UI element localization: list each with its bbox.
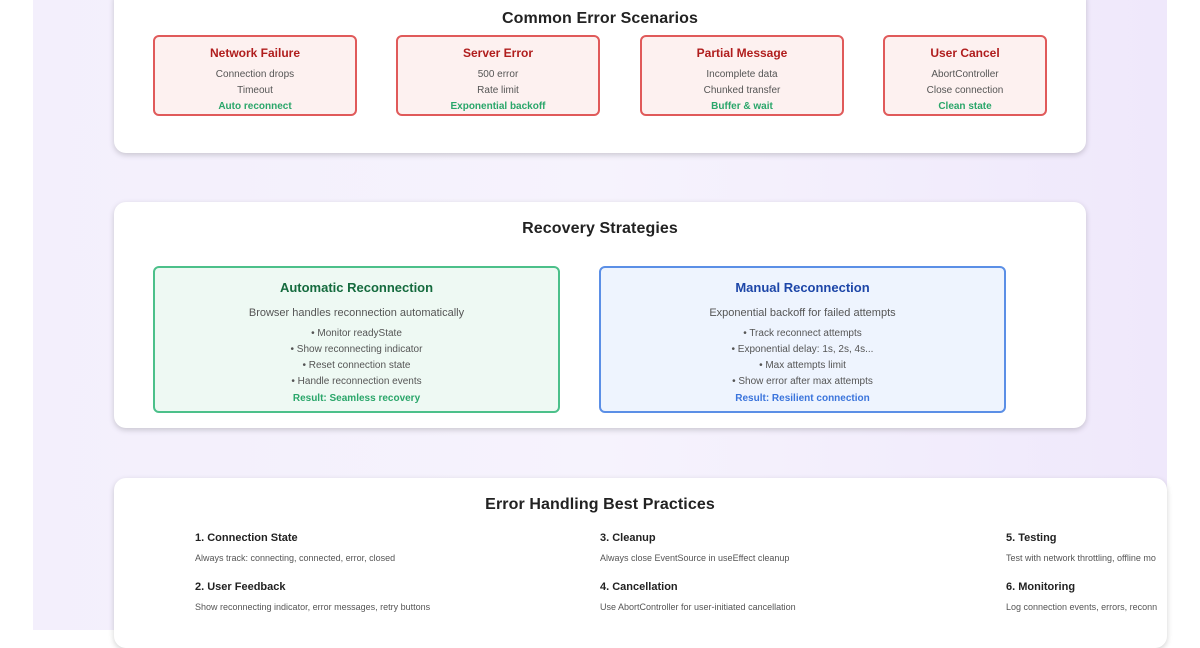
practice-heading: 3. Cleanup	[600, 532, 656, 544]
recovery-strategies-card: Recovery Strategies Automatic Reconnecti…	[114, 202, 1086, 428]
scenario-line: 500 error	[477, 69, 519, 80]
strategy-point: • Track reconnect attempts	[743, 328, 862, 339]
strategy-result: Result: Resilient connection	[735, 393, 870, 404]
scenario-user-cancel: User Cancel AbortController Close connec…	[883, 35, 1047, 116]
scenario-partial-message: Partial Message Incomplete data Chunked …	[640, 35, 844, 116]
recovery-strategies-title: Recovery Strategies	[522, 220, 678, 237]
strategy-title: Manual Reconnection	[735, 280, 870, 295]
practice-connection-state: 1. Connection State Always track: connec…	[195, 532, 395, 563]
strategy-point: • Max attempts limit	[759, 360, 846, 371]
practice-monitoring: 6. Monitoring Log connection events, err…	[1006, 581, 1157, 612]
practice-heading: 4. Cancellation	[600, 581, 678, 593]
scenario-title: User Cancel	[930, 46, 1000, 60]
scenario-line: Rate limit	[477, 85, 519, 96]
error-scenarios-title: Common Error Scenarios	[501, 10, 699, 27]
strategy-description: Browser handles reconnection automatical…	[248, 307, 465, 319]
scenario-result: Buffer & wait	[711, 101, 773, 112]
practice-user-feedback: 2. User Feedback Show reconnecting indic…	[195, 581, 430, 612]
practice-heading: 2. User Feedback	[195, 581, 286, 593]
scenario-title: Partial Message	[696, 46, 788, 60]
strategy-title: Automatic Reconnection	[279, 280, 434, 295]
scenario-line: Chunked transfer	[703, 85, 781, 96]
scenario-line: Connection drops	[215, 69, 295, 80]
manual-reconnection-box: Manual Reconnection Exponential backoff …	[599, 266, 1006, 413]
practice-heading: 6. Monitoring	[1006, 581, 1076, 593]
scenario-title: Network Failure	[209, 46, 301, 60]
strategy-result: Result: Seamless recovery	[292, 393, 421, 404]
scenario-network-failure: Network Failure Connection drops Timeout…	[153, 35, 357, 116]
practice-text: Show reconnecting indicator, error messa…	[195, 602, 431, 612]
scenario-line: Timeout	[237, 85, 273, 96]
practice-text: Log connection events, errors, reconn	[1006, 602, 1158, 612]
best-practices-title: Error Handling Best Practices	[485, 496, 715, 513]
practice-testing: 5. Testing Test with network throttling,…	[1006, 532, 1156, 563]
scenario-line: AbortController	[931, 69, 999, 80]
practice-heading: 1. Connection State	[195, 532, 298, 544]
practice-text: Always track: connecting, connected, err…	[195, 553, 396, 563]
scenario-result: Auto reconnect	[218, 101, 292, 112]
scenario-title: Server Error	[462, 46, 534, 60]
strategy-description: Exponential backoff for failed attempts	[709, 307, 896, 319]
practice-cleanup: 3. Cleanup Always close EventSource in u…	[600, 532, 789, 563]
practice-text: Always close EventSource in useEffect cl…	[600, 553, 790, 563]
automatic-reconnection-box: Automatic Reconnection Browser handles r…	[153, 266, 560, 413]
strategy-point: • Exponential delay: 1s, 2s, 4s...	[731, 344, 874, 355]
strategy-point: • Reset connection state	[302, 360, 411, 371]
scenario-result: Clean state	[938, 101, 992, 112]
strategy-point: • Monitor readyState	[311, 328, 402, 339]
scenario-line: Incomplete data	[706, 69, 778, 80]
practice-text: Test with network throttling, offline mo	[1006, 553, 1156, 563]
practice-heading: 5. Testing	[1006, 532, 1057, 544]
scenario-server-error: Server Error 500 error Rate limit Expone…	[396, 35, 600, 116]
scenario-result: Exponential backoff	[450, 101, 546, 112]
error-scenarios-card: Common Error Scenarios Network Failure C…	[114, 0, 1086, 153]
best-practices-card: Error Handling Best Practices 1. Connect…	[114, 478, 1167, 648]
strategy-point: • Handle reconnection events	[291, 376, 422, 387]
strategy-point: • Show reconnecting indicator	[290, 344, 423, 355]
scenario-line: Close connection	[926, 85, 1004, 96]
practice-cancellation: 4. Cancellation Use AbortController for …	[600, 581, 796, 612]
strategy-point: • Show error after max attempts	[732, 376, 873, 387]
practice-text: Use AbortController for user-initiated c…	[600, 602, 796, 612]
